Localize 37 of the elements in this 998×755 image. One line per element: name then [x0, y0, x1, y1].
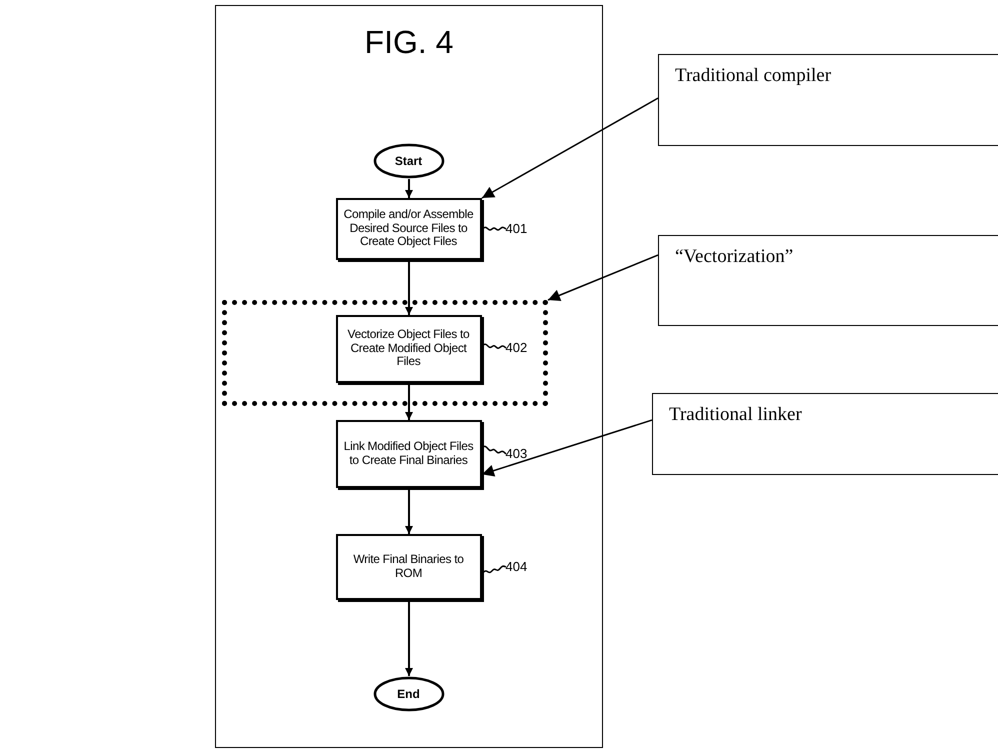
- callout-arrow: [548, 254, 658, 301]
- terminal-oval: [372, 676, 444, 712]
- flow-arrow: [405, 260, 413, 315]
- step-text: Write Final Binaries to ROM: [352, 552, 465, 580]
- terminal-label: Start: [394, 154, 422, 168]
- flow-arrow: [405, 179, 413, 198]
- flow-arrow: [405, 600, 413, 676]
- callout-arrow: [482, 419, 652, 476]
- callout-arrow: [482, 98, 658, 199]
- process-box: [336, 314, 482, 382]
- figure-title: FIG. 4: [364, 24, 454, 61]
- leader-line: [482, 226, 506, 231]
- flow-arrow: [405, 383, 413, 420]
- terminal-oval: [372, 142, 444, 178]
- process-box: [336, 534, 482, 600]
- callout-box: [658, 235, 998, 326]
- step-text: Link Modified Object Files to Create Final Binaries: [342, 440, 474, 468]
- process-box: [336, 420, 482, 488]
- process-box: [336, 198, 482, 260]
- dotted-group-box: [222, 300, 548, 406]
- leader-line: [482, 344, 506, 349]
- step-text: Compile and/or Assemble Desired Source Files to Create Object Files: [342, 208, 474, 250]
- reference-number: 404: [506, 558, 532, 576]
- callout-text: Traditional compiler: [675, 65, 832, 86]
- callout-box: [652, 393, 998, 475]
- flow-arrow: [405, 488, 413, 534]
- step-text: Vectorize Object Files to Create Modified Object Files: [346, 328, 470, 370]
- callout-box: [658, 54, 998, 146]
- terminal-label: End: [397, 686, 420, 700]
- reference-number: 403: [506, 444, 532, 462]
- figure-frame: [215, 5, 603, 748]
- callout-text: “Vectorization”: [675, 246, 794, 267]
- reference-number: 401: [506, 220, 532, 238]
- reference-number: 402: [506, 338, 532, 356]
- leader-line: [482, 446, 507, 455]
- leader-line: [481, 565, 506, 574]
- callout-text: Traditional linker: [669, 404, 802, 425]
